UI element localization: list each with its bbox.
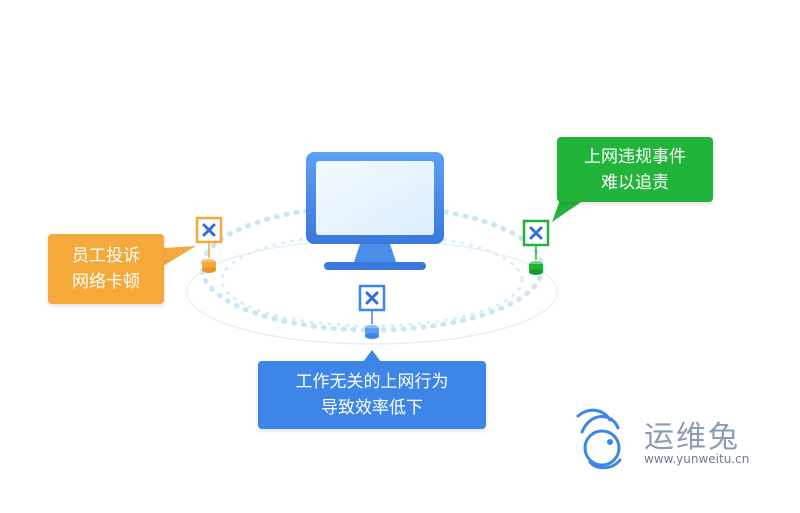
complaint-callout: 员工投诉 网络卡顿 (48, 234, 164, 304)
monitor-icon (306, 152, 444, 270)
brand-watermark: 运维兔 www.yunweitu.cn (574, 408, 784, 478)
green-marker (522, 219, 550, 275)
blue-bubble-tail (363, 350, 381, 362)
blue-marker (358, 284, 386, 339)
brand-name: 运维兔 (644, 420, 740, 455)
productivity-callout: 工作无关的上网行为 导致效率低下 (258, 361, 486, 429)
complaint-line-1: 员工投诉 (72, 246, 140, 266)
complaint-line-2: 网络卡顿 (72, 272, 140, 292)
rabbit-logo-icon (576, 408, 622, 470)
violation-line-2: 难以追责 (601, 172, 669, 193)
violation-callout: 上网违规事件 难以追责 (557, 137, 713, 202)
green-bubble-tail (552, 200, 584, 222)
orange-marker (195, 216, 223, 273)
productivity-line-2: 导致效率低下 (321, 398, 423, 418)
violation-line-1: 上网违规事件 (584, 146, 686, 167)
orange-bubble-tail (163, 246, 196, 266)
productivity-line-1: 工作无关的上网行为 (295, 372, 449, 392)
brand-url: www.yunweitu.cn (644, 452, 750, 466)
